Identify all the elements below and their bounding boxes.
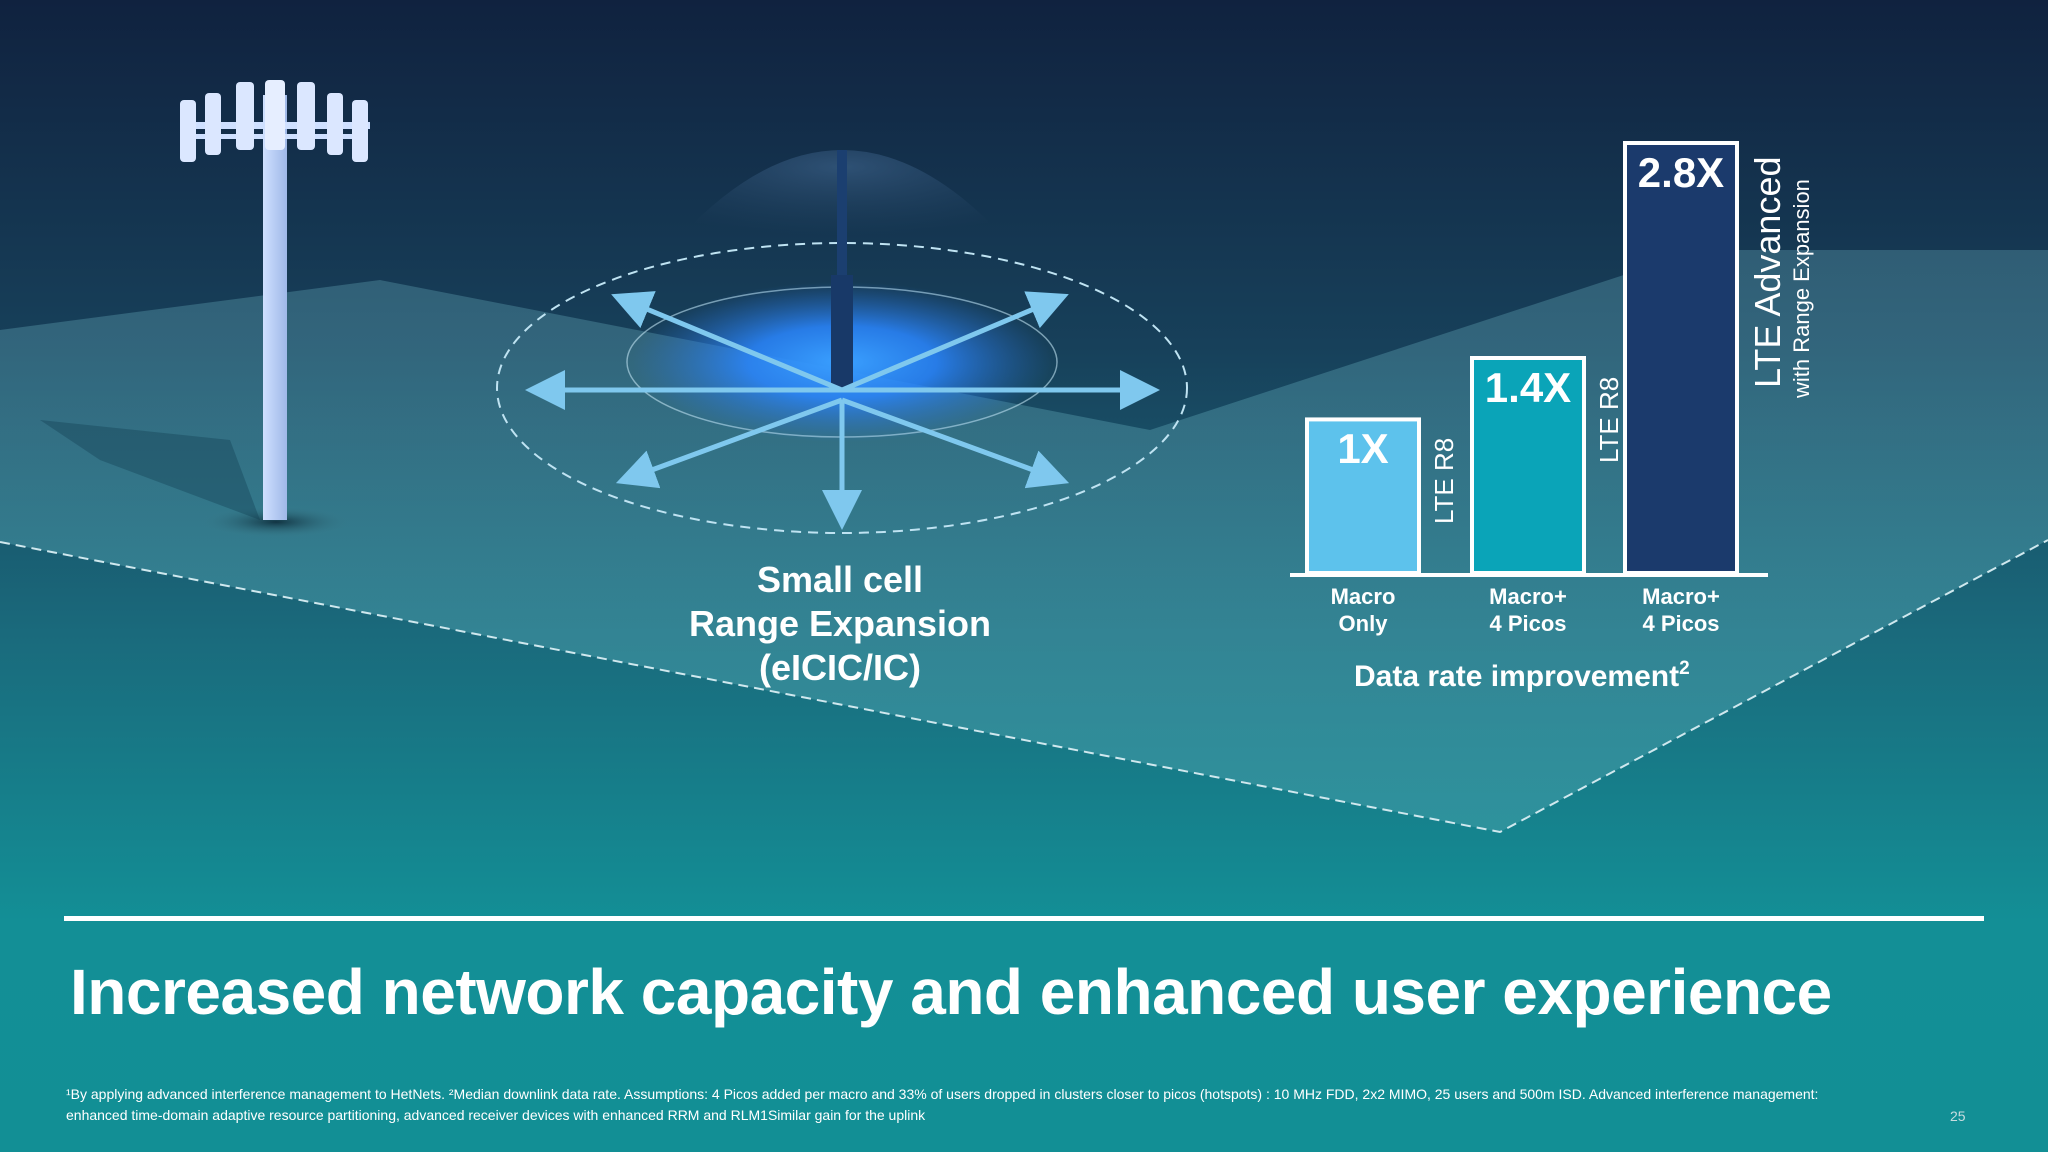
category-label-3: Macro+4 Picos: [1606, 583, 1756, 637]
bar-annotation-3: LTE Advanced: [1747, 156, 1788, 389]
chart-caption-footnote-mark: 2: [1679, 658, 1690, 679]
small-cell-title: Small cell: [756, 559, 924, 600]
page-number: 25: [1950, 1108, 1966, 1124]
small-cell-antenna-icon: [496, 150, 1188, 534]
section-divider: [64, 916, 1984, 921]
category-label-1-line-1: Macro: [1330, 584, 1396, 609]
category-label-3-line-1: Macro+: [1642, 584, 1720, 609]
category-label-3-line-2: 4 Picos: [1642, 611, 1720, 636]
bar-annotation-2: LTE R8: [1594, 376, 1624, 463]
chart-caption-text: Data rate improvement: [1354, 660, 1680, 693]
cell-tower-icon: [40, 80, 370, 538]
data-rate-chart: [1290, 141, 1768, 577]
footnote: ¹By applying advanced interference manag…: [66, 1084, 1946, 1126]
page-headline: Increased network capacity and enhanced …: [70, 956, 1832, 1028]
small-cell-label: Small cell Range Expansion (eICIC/IC): [640, 558, 1040, 690]
category-label-1-line-2: Only: [1338, 611, 1388, 636]
footnote-line-1: ¹By applying advanced interference manag…: [66, 1086, 1819, 1102]
category-label-2-line-1: Macro+: [1489, 584, 1567, 609]
bar-value-label-3: 2.8X: [1637, 149, 1725, 196]
small-cell-subtitle: Range Expansion: [688, 603, 992, 644]
ground-plane-edge: [0, 539, 2048, 834]
range-arrow-icon: [525, 291, 1160, 530]
category-label-2-line-2: 4 Picos: [1489, 611, 1567, 636]
footnote-line-2: enhanced time-domain adaptive resource p…: [66, 1107, 926, 1123]
bar-annotation-1: LTE R8: [1429, 438, 1459, 525]
bar-value-label-1: 1X: [1337, 425, 1389, 473]
bar-2: [1470, 356, 1586, 575]
category-label-2: Macro+4 Picos: [1453, 583, 1603, 637]
bar-annotation-sub-3: with Range Expansion: [1789, 179, 1814, 398]
bar-3: [1623, 141, 1739, 575]
bar-value-label-2: 1.4X: [1484, 364, 1572, 411]
bar-1: [1305, 417, 1421, 575]
chart-caption: Data rate improvement2: [1354, 658, 1690, 694]
small-cell-technique: (eICIC/IC): [759, 647, 921, 688]
